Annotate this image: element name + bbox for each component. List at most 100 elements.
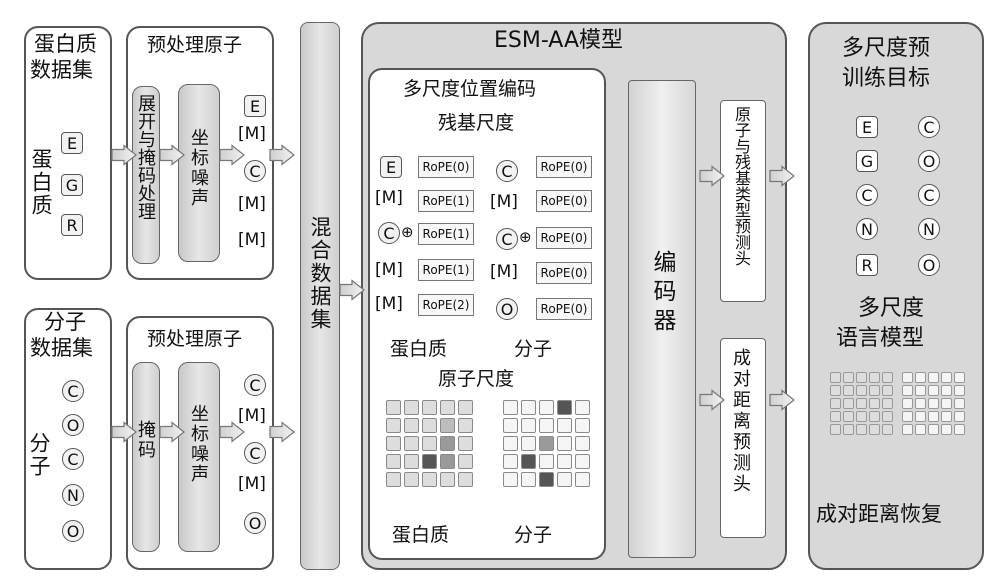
molecule-token: C [62, 380, 84, 402]
encoder-block [628, 80, 696, 558]
rope-protein: RoPE(0) [418, 156, 474, 178]
protein-dataset-title-1: 蛋白质 [34, 32, 97, 56]
unfold-mask-block [132, 86, 160, 264]
protein-dataset-label: 蛋白质 [29, 148, 53, 217]
matrix-cell [404, 436, 419, 451]
matrix-cell [830, 398, 841, 409]
matrix-cell [882, 398, 893, 409]
objective-left-matrix [830, 372, 894, 436]
matrix-cell [440, 472, 455, 487]
molecule-token: N [62, 484, 84, 506]
matrix-cell [902, 411, 913, 422]
pos-protein-token: [M] [375, 260, 403, 280]
matrix-cell [843, 411, 854, 422]
matrix-cell [539, 472, 554, 487]
pos-protein-token: C [378, 222, 400, 244]
matrix-cell [928, 424, 939, 435]
mixed-dataset-block [300, 22, 340, 570]
matrix-cell [869, 372, 880, 383]
matrix-cell [869, 411, 880, 422]
matrix-cell [503, 418, 518, 433]
matrix-cell [539, 400, 554, 415]
distance-prediction-head [720, 338, 766, 538]
matrix-cell [882, 385, 893, 396]
pos-protein-token: E [380, 156, 402, 178]
matrix-cell [539, 454, 554, 469]
preprocess-token: [M] [238, 124, 266, 144]
rope-molecule: RoPE(0) [536, 262, 592, 284]
preprocess-token: [M] [238, 406, 266, 426]
matrix-cell [386, 472, 401, 487]
matrix-cell [869, 398, 880, 409]
matrix-cell [843, 424, 854, 435]
matrix-cell [882, 424, 893, 435]
objective-right-token: O [918, 150, 940, 172]
matrix-cell [902, 398, 913, 409]
coord-noise-label-bottom: 坐标噪声 [188, 404, 209, 484]
objective-panel [808, 22, 984, 570]
objective-right-token: N [918, 218, 940, 240]
molecule-dataset-title-2: 数据集 [30, 336, 93, 360]
plus-icon: ⊕ [519, 228, 532, 246]
type-prediction-head [720, 100, 766, 302]
matrix-cell [557, 454, 572, 469]
matrix-cell [422, 418, 437, 433]
matrix-cell [386, 436, 401, 451]
matrix-cell [404, 472, 419, 487]
objective-right-token: C [918, 184, 940, 206]
pos-molecule-token: [M] [490, 192, 518, 212]
molecule-token: O [62, 414, 84, 436]
residue-molecule-label: 分子 [514, 338, 553, 360]
preprocess-token: C [244, 374, 266, 396]
pos-molecule-token: [M] [490, 262, 518, 282]
matrix-cell [422, 436, 437, 451]
matrix-cell [843, 372, 854, 383]
matrix-cell [575, 436, 590, 451]
atom-protein-label: 蛋白质 [392, 524, 450, 546]
objective-left-token: E [856, 116, 878, 138]
rope-molecule: RoPE(0) [536, 227, 592, 249]
matrix-cell [843, 398, 854, 409]
matrix-cell [503, 400, 518, 415]
matrix-cell [386, 400, 401, 415]
matrix-cell [830, 411, 841, 422]
matrix-cell [869, 385, 880, 396]
matrix-cell [928, 385, 939, 396]
preprocess-bottom-title: 预处理原子 [147, 328, 243, 350]
matrix-cell [557, 418, 572, 433]
matrix-cell [915, 385, 926, 396]
molecule-token: O [62, 520, 84, 542]
matrix-cell [440, 418, 455, 433]
objective-left-token: N [856, 218, 878, 240]
matrix-cell [458, 472, 473, 487]
matrix-cell [404, 454, 419, 469]
coord-noise-label-top: 坐标噪声 [188, 128, 209, 208]
matrix-cell [422, 472, 437, 487]
matrix-cell [830, 372, 841, 383]
matrix-cell [954, 372, 965, 383]
matrix-cell [521, 400, 536, 415]
preprocess-token: O [244, 512, 266, 534]
matrix-cell [856, 398, 867, 409]
preprocess-token: [M] [238, 194, 266, 214]
matrix-cell [458, 436, 473, 451]
mask-block [132, 362, 160, 552]
pos-protein-token: [M] [375, 188, 403, 208]
matrix-cell [422, 400, 437, 415]
matrix-cell [503, 436, 518, 451]
objective-right-token: C [918, 116, 940, 138]
coord-noise-block-top [178, 84, 220, 262]
preprocess-token: E [244, 95, 266, 117]
pos-enc-title: 多尺度位置编码 [403, 78, 537, 100]
objective-left-token: G [856, 150, 878, 172]
preprocess-token: C [244, 442, 266, 464]
matrix-cell [954, 411, 965, 422]
matrix-cell [915, 424, 926, 435]
matrix-cell [575, 400, 590, 415]
matrix-cell [521, 418, 536, 433]
matrix-cell [575, 418, 590, 433]
matrix-cell [440, 454, 455, 469]
protein-token: G [61, 174, 83, 196]
objective-right-matrix [902, 372, 966, 436]
encoder-label: 编码器 [649, 250, 675, 337]
